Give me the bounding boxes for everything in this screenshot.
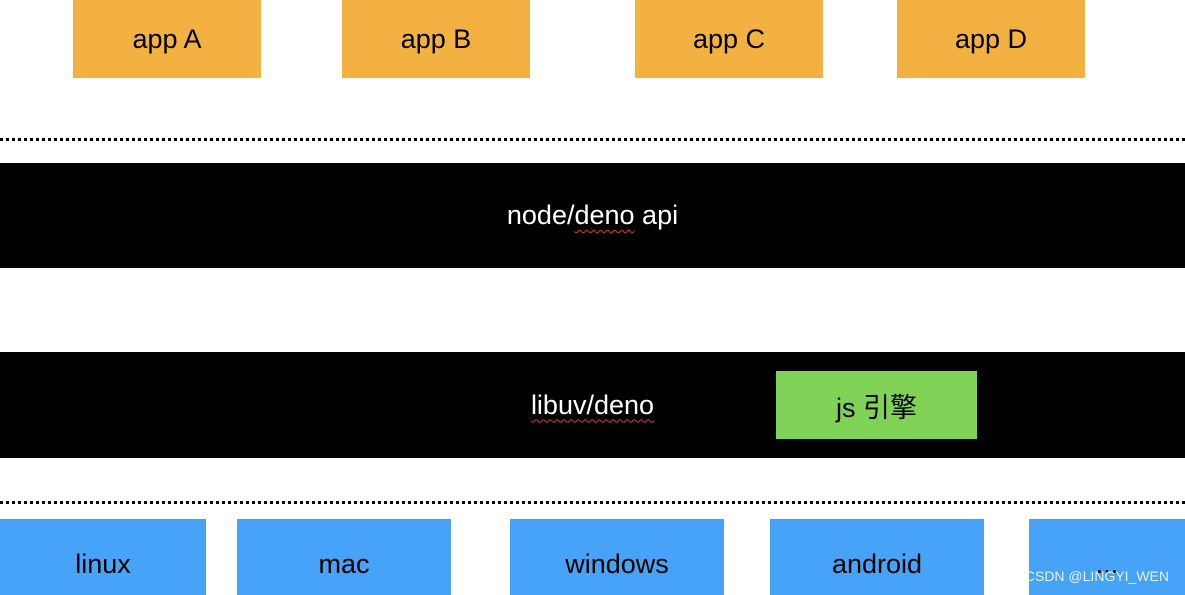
platform-mac-label: mac: [318, 548, 370, 579]
app-d-box: app D: [897, 0, 1085, 78]
app-b-label: app B: [400, 23, 472, 54]
bottom-dotted-divider: [0, 501, 1185, 504]
api-layer-band: node/deno api: [0, 163, 1185, 268]
platform-linux-box: linux: [0, 519, 206, 595]
platform-mac-box: mac: [237, 519, 451, 595]
api-layer-label: node/deno api: [507, 200, 678, 231]
app-a-box: app A: [73, 0, 261, 78]
platform-windows-label: windows: [565, 548, 669, 579]
platform-more-label: ...: [1095, 548, 1119, 579]
runtime-layer-label: libuv/deno: [530, 389, 655, 420]
js-engine-box: js 引擎: [776, 371, 977, 439]
app-c-label: app C: [692, 23, 766, 54]
platform-more-box: ...: [1029, 519, 1185, 595]
platform-linux-label: linux: [75, 548, 131, 579]
app-c-box: app C: [635, 0, 823, 78]
runtime-layer-band: libuv/deno js 引擎: [0, 352, 1185, 458]
platform-android-box: android: [770, 519, 984, 595]
js-engine-label: js 引擎: [836, 392, 917, 423]
app-a-label: app A: [132, 23, 202, 54]
platform-windows-box: windows: [510, 519, 724, 595]
app-b-box: app B: [342, 0, 530, 78]
app-d-label: app D: [954, 23, 1028, 54]
runtime-layer-label-wrap: libuv/deno: [0, 352, 1185, 458]
watermark-text: CSDN @LINGYI_WEN: [1024, 568, 1169, 584]
top-dotted-divider: [0, 138, 1185, 141]
platform-android-label: android: [831, 548, 923, 579]
api-layer-suffix: api: [634, 200, 679, 230]
api-layer-word: deno: [574, 200, 635, 230]
api-layer-prefix: node/: [506, 200, 575, 230]
